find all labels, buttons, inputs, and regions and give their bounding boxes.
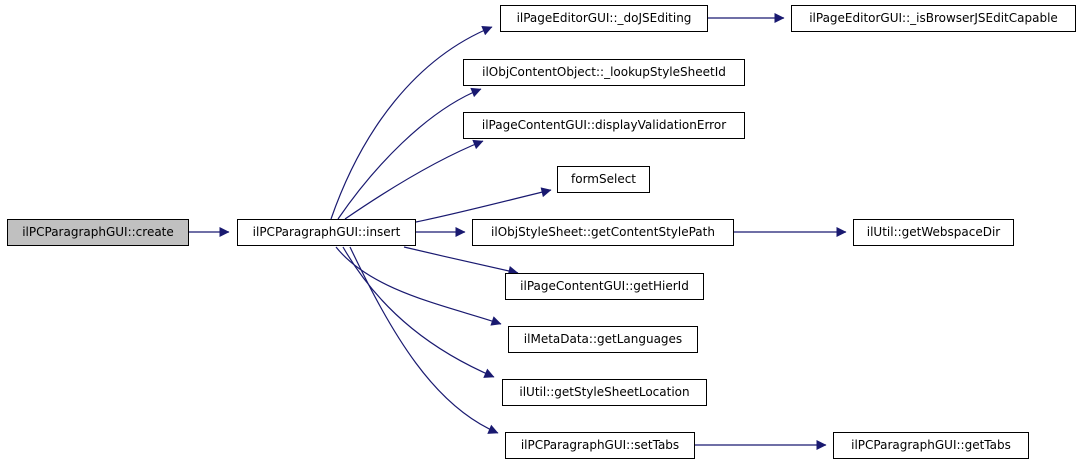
node-ilpagecontentgui-displayvalidationerror[interactable]: ilPageContentGUI::displayValidationError <box>463 112 745 139</box>
node-ilobjcontentobject-lookupstylesheetid[interactable]: ilObjContentObject::_lookupStyleSheetId <box>463 59 745 86</box>
edge-insert-lookupstylesheetid <box>337 87 482 220</box>
node-ilpagecontentgui-gethierid[interactable]: ilPageContentGUI::getHierId <box>505 273 704 300</box>
node-ilpcparagraphgui-insert[interactable]: ilPCParagraphGUI::insert <box>237 219 416 246</box>
edge-insert-formselect <box>415 187 552 223</box>
node-ilutil-getstylesheetlocation[interactable]: ilUtil::getStyleSheetLocation <box>502 379 707 406</box>
edge-insert-settabs <box>349 246 499 434</box>
node-ilobjstylesheet-getcontentstylepath[interactable]: ilObjStyleSheet::getContentStylePath <box>472 219 734 246</box>
edge-insert-displayvalidationerror <box>344 139 484 220</box>
node-ilmetadata-getlanguages[interactable]: ilMetaData::getLanguages <box>508 326 698 353</box>
node-formselect[interactable]: formSelect <box>557 166 650 193</box>
edge-insert-dojsediting <box>330 25 493 220</box>
node-ilutil-getwebspacedir[interactable]: ilUtil::getWebspaceDir <box>853 219 1014 246</box>
node-ilpageeditorgui-isbrowserjseditcapable[interactable]: ilPageEditorGUI::_isBrowserJSEditCapable <box>791 5 1076 32</box>
node-ilpcparagraphgui-create[interactable]: ilPCParagraphGUI::create <box>7 219 189 246</box>
node-ilpcparagraphgui-gettabs[interactable]: ilPCParagraphGUI::getTabs <box>833 432 1029 459</box>
node-ilpcparagraphgui-settabs[interactable]: ilPCParagraphGUI::setTabs <box>505 432 695 459</box>
edge-insert-gethierid <box>403 246 519 276</box>
edge-insert-getstylesheetlocation <box>342 246 495 378</box>
edge-insert-getlanguages <box>335 246 502 326</box>
node-ilpageeditorgui-dojsediting[interactable]: ilPageEditorGUI::_doJSEditing <box>500 5 708 32</box>
